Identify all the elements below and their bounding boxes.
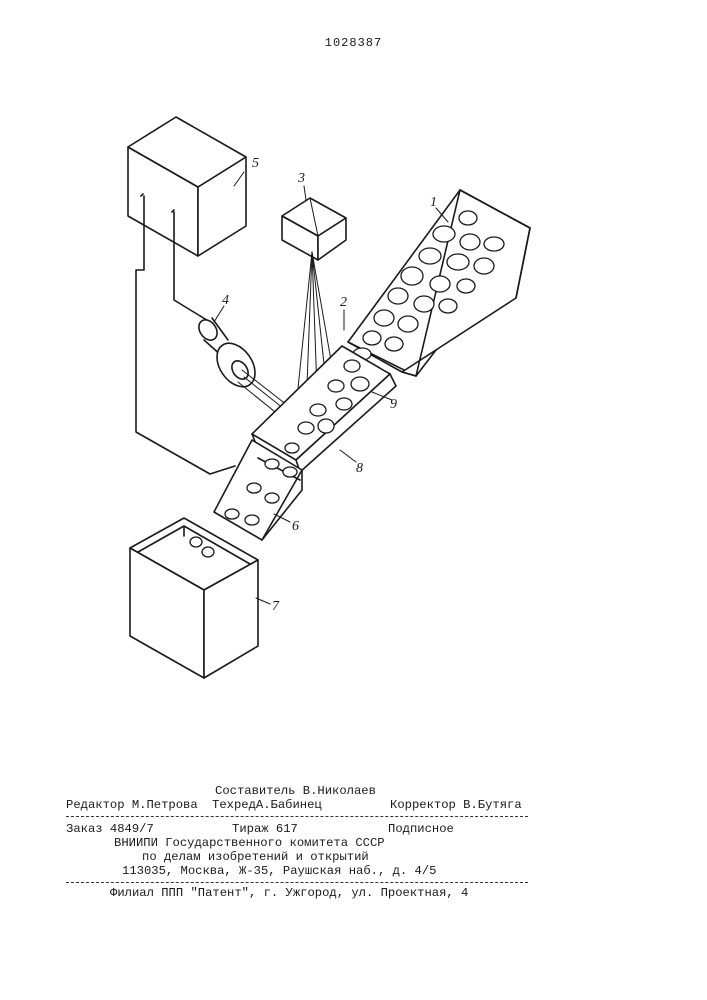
publisher-line-2: по делам изобретений и открытий <box>142 850 369 864</box>
publisher-line-1: ВНИИПИ Государственного комитета СССР <box>114 836 385 850</box>
control-unit-box <box>128 117 246 256</box>
divider-bottom <box>66 882 528 883</box>
editor-line: Редактор М.Петрова <box>66 798 198 812</box>
label-2: 2 <box>340 295 347 310</box>
light-source-box <box>282 198 346 260</box>
address-line: 113035, Москва, Ж-35, Раушская наб., д. … <box>122 864 437 878</box>
patent-drawing: 5 3 1 2 4 9 8 6 7 <box>0 0 707 780</box>
label-6: 6 <box>292 519 299 534</box>
circulation-line: Тираж 617 <box>232 822 298 836</box>
label-4: 4 <box>222 293 229 308</box>
label-7: 7 <box>272 599 280 614</box>
label-8: 8 <box>356 461 363 476</box>
photodetector <box>195 316 263 393</box>
label-9: 9 <box>390 397 397 412</box>
divider-top <box>66 816 528 817</box>
label-5: 5 <box>252 156 259 171</box>
subscription-line: Подписное <box>388 822 454 836</box>
order-line: Заказ 4849/7 <box>66 822 154 836</box>
branch-line: Филиал ППП "Патент", г. Ужгород, ул. Про… <box>110 886 468 900</box>
label-3: 3 <box>297 171 305 186</box>
techred-line: ТехредА.Бабинец <box>212 798 322 812</box>
corrector-line: Корректор В.Бутяга <box>390 798 522 812</box>
label-1: 1 <box>430 195 437 210</box>
compiler-line: Составитель В.Николаев <box>215 784 376 798</box>
